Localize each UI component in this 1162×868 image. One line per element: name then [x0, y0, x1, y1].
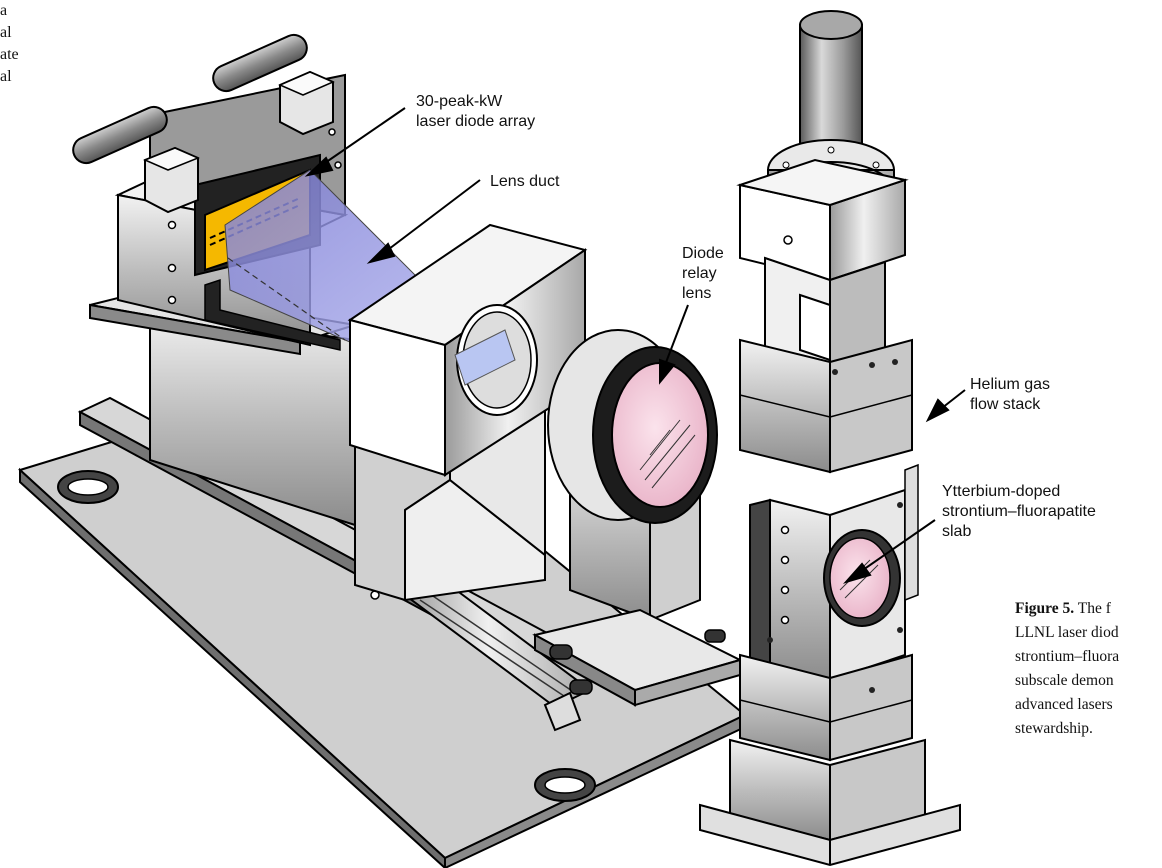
callout-arrows	[304, 107, 966, 584]
label-slab-line2: strontium–fluorapatite	[942, 503, 1096, 520]
body-text-line: al	[0, 24, 12, 41]
caption-line: Figure 5. The f	[1015, 597, 1162, 621]
lens-duct-housing	[347, 223, 588, 477]
label-diode-array-line2: laser diode array	[416, 113, 536, 130]
caption-line: strontium–fluora	[1015, 648, 1120, 665]
label-slab-line1: Ytterbium-doped	[942, 483, 1061, 500]
label-diode-relay-line2: relay	[682, 265, 717, 282]
label-helium-stack: Helium gas flow stack	[970, 375, 1050, 415]
body-text-line: al	[0, 68, 12, 85]
label-helium-line1: Helium gas	[970, 376, 1051, 393]
label-diode-relay-line3: lens	[682, 285, 712, 302]
caption-line: stewardship.	[1015, 720, 1093, 737]
body-text-line: ate	[0, 46, 19, 63]
mounting-rods	[72, 33, 335, 214]
label-lens-duct: Lens duct	[490, 173, 560, 190]
label-diode-relay-lens: Diode relay lens	[682, 244, 724, 304]
caption-line: subscale demon	[1015, 672, 1114, 689]
caption-line-text: The f	[1077, 600, 1111, 617]
diode-relay-lens	[532, 329, 743, 707]
label-diode-relay-line1: Diode	[682, 245, 724, 262]
label-slab: Ytterbium-doped strontium–fluorapatite s…	[942, 482, 1096, 542]
figure-caption: Figure 5. The f LLNL laser diod strontiu…	[1015, 597, 1162, 741]
caption-line: advanced lasers	[1015, 696, 1113, 713]
label-diode-array-line1: 30-peak-kW	[416, 93, 503, 110]
label-helium-line2: flow stack	[970, 396, 1041, 413]
caption-figure-label: Figure 5.	[1015, 600, 1075, 617]
base-plate	[18, 373, 747, 868]
caption-line: LLNL laser diod	[1015, 624, 1119, 641]
label-slab-line3: slab	[942, 523, 972, 540]
helium-gas-flow-stack	[699, 10, 961, 867]
label-diode-array: 30-peak-kW laser diode array	[416, 92, 535, 132]
body-text-line: a	[0, 2, 8, 19]
